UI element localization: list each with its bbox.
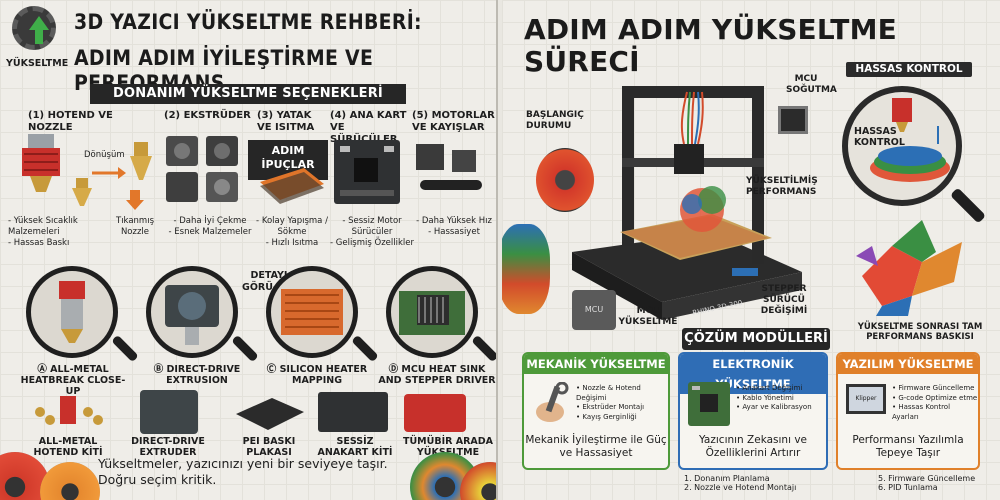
closeup-heatbreak-label: Ⓐ ALL-METAL HEATBREAK CLOSE-UP	[20, 364, 126, 397]
solution-modules-title: ÇÖZÜM MODÜLLERİ	[682, 328, 830, 350]
board-note: - Sessiz Motor Sürücüler - Gelişmiş Özel…	[330, 216, 414, 248]
adim-ipuclari-badge: ADIM İPUÇLAR	[248, 140, 328, 180]
motor-note: - Daha Yüksek Hız - Hassasiyet	[416, 216, 492, 237]
printer-illustration	[562, 82, 812, 332]
after-upgrade-label: YÜKSELTME SONRASI TAM PERFORMANS BASKISI	[857, 322, 983, 342]
nozzle-note: Tıkanmış Nozzle	[116, 216, 154, 237]
silent-board-kit-icon	[318, 392, 388, 432]
category-hotend: (1) HOTEND VE NOZZLE	[28, 110, 113, 133]
page-title-line2: ADIM ADIM İYİLEŞTİRME VE PERFORMANS	[74, 46, 374, 95]
direct-drive-kit-icon	[140, 390, 198, 434]
process-title: ADIM ADIM YÜKSELTME SÜRECİ	[524, 13, 897, 78]
mcu-cooling-label: MCU SOĞUTMA	[786, 74, 837, 95]
category-board: (4) ANA KART VE SÜRÜCÜLER	[330, 110, 407, 145]
kit-hotend-label: ALL-METAL HOTEND KİTİ	[33, 436, 103, 458]
hotend-note: - Yüksek Sıcaklık Malzemeleri - Hassas B…	[8, 216, 78, 248]
bed-note: - Kolay Yapışma / Sökme - Hızlı Isıtma	[256, 216, 328, 248]
kit-silent-board-label: SESSİZ ANAKART KİTİ	[317, 436, 393, 458]
kit-direct-drive-label: DIRECT-DRIVE EXTRUDER	[131, 436, 205, 458]
footer-text: Yükseltmeler, yazıcınızı yeni bir seviye…	[98, 456, 388, 487]
starting-spool-icon	[536, 148, 594, 212]
mcu-upgrade-label: MCU YÜKSELTME	[618, 306, 678, 327]
starting-state-label: BAŞLANGIÇ DURUMU	[526, 110, 584, 131]
nozzle-upgrade-icon	[128, 142, 154, 182]
pcb-icon	[688, 382, 730, 426]
mainboard-icon	[334, 140, 400, 204]
steps-column-1: 1. Donanım Planlama 2. Nozzle ve Hotend …	[684, 474, 796, 492]
step-item: 2. Nozzle ve Hotend Montajı	[684, 483, 797, 492]
extruder-note: - Daha İyi Çekme - Esnek Malzemeler	[168, 216, 252, 237]
module-item: Firmware Güncelleme	[892, 384, 978, 394]
upgrade-logo-icon	[12, 6, 56, 52]
page-title-line1: 3D YAZICI YÜKSELTME REHBERİ:	[74, 10, 422, 34]
nozzle-icon	[70, 178, 94, 208]
arrow-down-icon	[126, 190, 144, 210]
left-panel: YÜKSELTME 3D YAZICI YÜKSELTME REHBERİ: A…	[0, 0, 498, 500]
heated-bed-icon	[254, 160, 326, 208]
module-item: Ekstrüder Montajı	[576, 403, 668, 413]
module-mechanical: MEKANİK YÜKSELTME Nozzle & Hotend Değişi…	[522, 352, 670, 470]
monitor-icon: Klipper	[846, 384, 886, 414]
closeup-mcu-heatsink	[386, 266, 478, 358]
stepper-driver-label: STEPPER SÜRÜCÜ DEĞİŞİMİ	[760, 284, 808, 316]
module-electronic: ELEKTRONİK YÜKSELTME Anakart Değişimi Ka…	[678, 352, 828, 470]
rainbow-spool-icon	[502, 224, 550, 314]
donusum-label: Dönüşüm	[84, 150, 125, 160]
dragon-model-icon	[842, 216, 972, 320]
kit-pei-label: PEI BASKI PLAKASI	[242, 436, 296, 458]
module-item: Nozzle & Hotend Değişimi	[576, 384, 668, 403]
module-software-footer: Performansı Yazılımla Tepeye Taşır	[852, 434, 964, 459]
hotend-icon	[12, 132, 70, 200]
closeup-mcu-heatsink-label: Ⓓ MCU HEAT SINK AND STEPPER DRIVER	[378, 364, 496, 386]
stepper-motor-icon	[414, 140, 488, 202]
precision-magnifier	[842, 86, 962, 206]
extruder-icon	[164, 132, 240, 206]
module-item: Kablo Yönetimi	[736, 394, 812, 404]
right-panel: ADIM ADIM YÜKSELTME SÜRECİ HASSAS KONTRO…	[502, 0, 1000, 500]
module-mechanical-list: Nozzle & Hotend Değişimi Ekstrüder Monta…	[576, 384, 668, 422]
category-bed: (3) YATAK VE ISITMA	[257, 110, 315, 133]
step-item: 1. Donanım Planlama	[684, 474, 770, 483]
category-extruder: (2) EKSTRÜDER	[164, 110, 251, 121]
pei-plate-icon	[232, 394, 308, 434]
module-item: Anakart Değişimi	[736, 384, 812, 394]
precision-control-chip: HASSAS KONTROL	[846, 62, 972, 77]
steps-column-2: 5. Firmware Güncelleme 6. PID Tunlama	[878, 474, 975, 492]
closeup-silicon-heater	[266, 266, 358, 358]
module-mechanical-footer: Mekanik İyileştirme ile Güç ve Hassasiye…	[525, 434, 667, 459]
module-software-title: YAZILIM YÜKSELTME	[838, 354, 978, 374]
logo-text: YÜKSELTME	[6, 58, 69, 69]
module-item: Hassas Kontrol Ayarları	[892, 403, 978, 422]
module-electronic-footer: Yazıcının Zekasını ve Özelliklerini Artı…	[698, 434, 808, 459]
arrow-right-icon	[92, 164, 126, 179]
step-item: 5. Firmware Güncelleme	[878, 474, 976, 483]
upgraded-performance-label: YÜKSELTİLMİŞ PERFORMANS	[746, 176, 818, 197]
hotend-kit-icon	[30, 392, 108, 432]
step-item: 6. PID Tunlama	[878, 483, 938, 492]
precision-control-label: HASSAS KONTROL	[854, 126, 905, 148]
module-item: Kayış Gerginliği	[576, 413, 668, 423]
module-software: YAZILIM YÜKSELTME Klipper Firmware Günce…	[836, 352, 980, 470]
module-software-list: Firmware Güncelleme G-code Optimize etme…	[892, 384, 978, 422]
all-in-one-kit-icon	[404, 394, 466, 432]
category-motors: (5) MOTORLAR VE KAYIŞLAR	[412, 110, 495, 133]
closeup-direct-drive	[146, 266, 238, 358]
closeup-direct-drive-label: Ⓑ DIRECT-DRIVE EXTRUSION	[153, 364, 241, 386]
closeup-silicon-heater-label: Ⓒ SILICON HEATER MAPPING	[266, 364, 368, 386]
module-item: Ayar ve Kalibrasyon	[736, 403, 811, 413]
mcu-box-icon: MCU	[572, 290, 616, 330]
mcu-cooling-chip-icon	[778, 106, 808, 134]
closeup-heatbreak	[26, 266, 118, 358]
module-mechanical-title: MEKANİK YÜKSELTME	[524, 354, 668, 374]
module-item: G-code Optimize etme	[892, 394, 978, 404]
section-banner: DONANIM YÜKSELTME SEÇENEKLERİ	[90, 84, 406, 104]
module-electronic-list: Anakart Değişimi Kablo Yönetimi Ayar ve …	[736, 384, 812, 413]
wrench-hand-icon	[532, 381, 572, 426]
